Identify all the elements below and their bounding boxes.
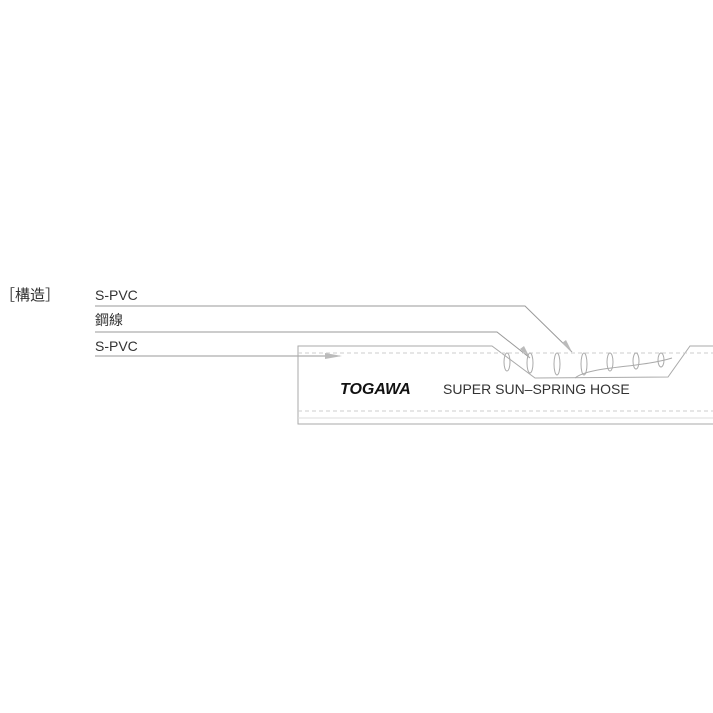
leader-lines bbox=[95, 305, 573, 359]
layer-label-inner: S-PVC bbox=[95, 338, 138, 354]
arrow-icon bbox=[520, 346, 530, 358]
arrow-icon bbox=[325, 353, 342, 359]
leader-line-outer bbox=[95, 305, 573, 353]
layer-label-outer: S-PVC bbox=[95, 287, 138, 303]
leader-line-wire bbox=[95, 331, 531, 359]
steel-wire-coils bbox=[503, 352, 673, 379]
arrow-icon bbox=[562, 340, 572, 352]
layer-label-wire: 鋼線 bbox=[95, 312, 123, 328]
togawa-logo: TOGAWA bbox=[340, 381, 411, 398]
leader-arrowheads bbox=[325, 340, 572, 359]
structure-heading: ［構造］ bbox=[0, 287, 60, 304]
hose-outline bbox=[297, 345, 713, 425]
product-name: SUPER SUN–SPRING HOSE bbox=[443, 381, 630, 397]
